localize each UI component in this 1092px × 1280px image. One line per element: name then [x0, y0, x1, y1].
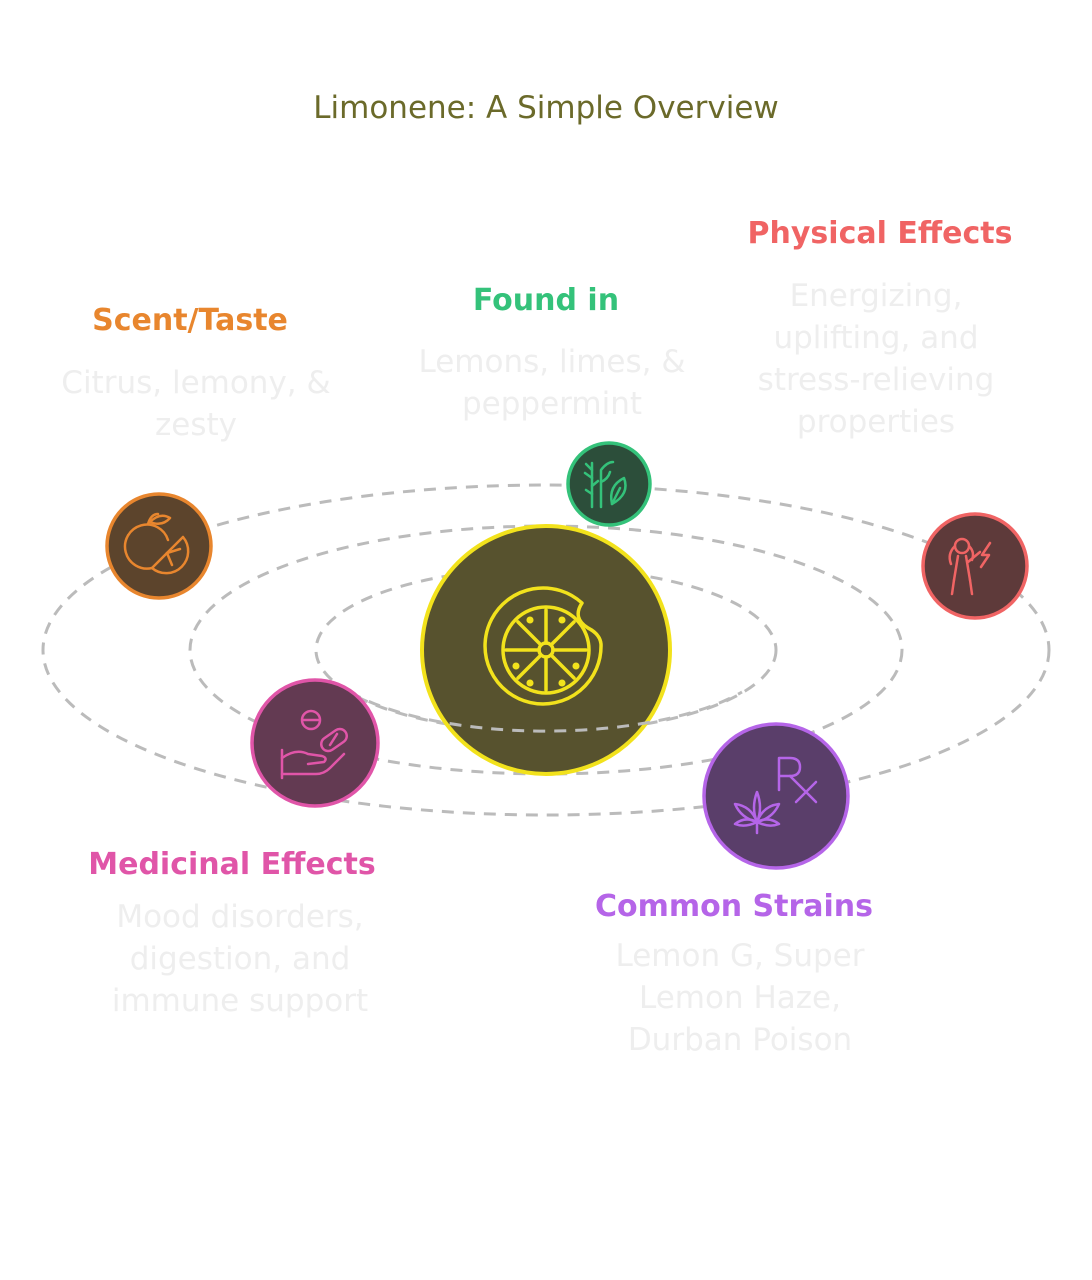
center-node: [349, 524, 743, 776]
lemon-slice-icon: [483, 586, 603, 706]
node-body-line: stress-relieving: [758, 362, 995, 398]
node-body-line: Mood disorders,: [116, 899, 363, 935]
node-body-line: digestion, and: [130, 941, 351, 977]
node-circle: [566, 441, 652, 527]
node-body-line: Lemons, limes, &: [419, 344, 686, 380]
node-common-strains: Common Strains Lemon G, Super Lemon Haze…: [595, 722, 873, 1058]
node-circle: [921, 512, 1029, 620]
node-circle: [250, 678, 380, 808]
node-scent-taste: Scent/Taste Citrus, lemony, & zesty: [61, 303, 331, 600]
node-found-in: Found in Lemons, limes, & peppermint: [419, 283, 686, 527]
node-body-line: peppermint: [462, 386, 642, 422]
orange-slice-icon: [123, 512, 190, 575]
pills-hand-icon: [280, 709, 348, 780]
node-body-line: zesty: [155, 407, 237, 443]
node-medicinal-effects: Medicinal Effects Mood disorders, digest…: [88, 678, 380, 1019]
orbit-inner-front: [349, 690, 743, 733]
node-circle: [702, 722, 850, 870]
page-title: Limonene: A Simple Overview: [313, 90, 779, 126]
node-heading: Physical Effects: [748, 216, 1013, 251]
node-body-line: Durban Poison: [628, 1022, 852, 1058]
node-body-line: properties: [797, 404, 955, 440]
node-body-line: Citrus, lemony, &: [61, 365, 330, 401]
node-circle: [105, 492, 213, 600]
node-body-line: Energizing,: [790, 278, 963, 314]
energized-woman-icon: [948, 537, 992, 596]
plants-leaf-icon: [583, 460, 627, 509]
node-physical-effects: Physical Effects Energizing, uplifting, …: [748, 216, 1029, 620]
node-heading: Common Strains: [595, 889, 873, 924]
node-body-line: uplifting, and: [773, 320, 978, 356]
node-body-line: Lemon G, Super: [615, 938, 864, 974]
center-circle: [420, 524, 672, 776]
node-body-line: Lemon Haze,: [639, 980, 841, 1016]
node-body-line: immune support: [112, 983, 368, 1019]
cannabis-rx-icon: [733, 756, 818, 835]
orbit-outer: [41, 483, 1051, 817]
node-heading: Scent/Taste: [92, 303, 288, 338]
node-heading: Medicinal Effects: [88, 847, 375, 882]
node-heading: Found in: [473, 283, 619, 318]
